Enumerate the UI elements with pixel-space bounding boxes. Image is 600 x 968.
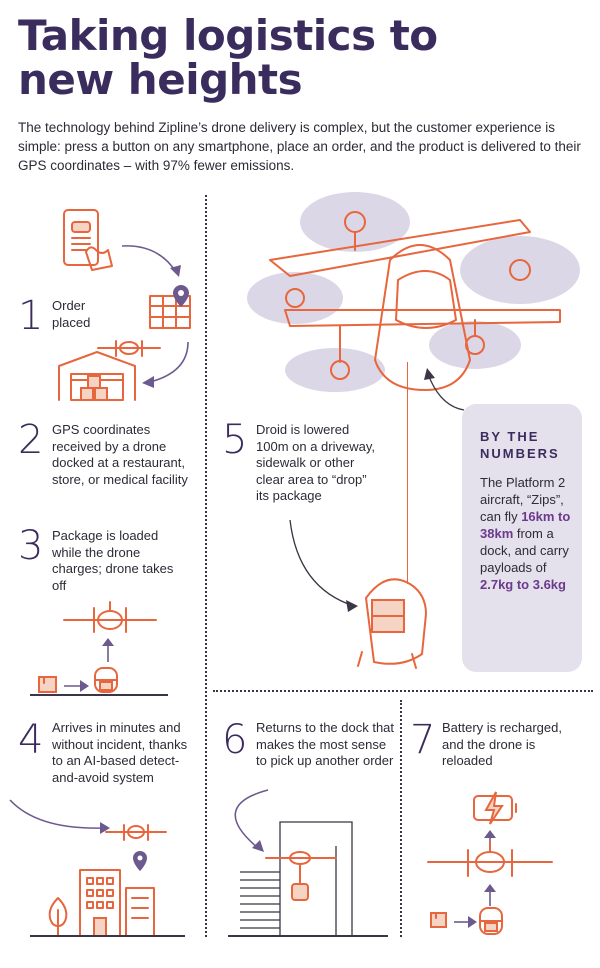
up-arrow xyxy=(102,638,114,662)
pointer-arrow xyxy=(424,368,465,411)
step-number: 5 xyxy=(222,417,248,463)
ground-line xyxy=(228,935,388,937)
box-body: The Platform 2 aircraft, “Zips”, can fly… xyxy=(480,474,580,593)
package-icon xyxy=(38,676,57,693)
flow-arrow xyxy=(142,341,189,388)
by-the-numbers-box: BY THE NUMBERS The Platform 2 aircraft, … xyxy=(462,404,582,672)
battery-charging-icon xyxy=(473,791,517,825)
step-text: GPS coordinates received by a drone dock… xyxy=(52,422,188,487)
step-number: 3 xyxy=(18,523,44,569)
step-text: Arrives in minutes and without incident,… xyxy=(52,720,188,785)
box-heading: BY THE NUMBERS xyxy=(480,429,560,461)
dock-icon xyxy=(240,821,353,936)
package-icon xyxy=(430,912,447,928)
pointer-arrow xyxy=(289,519,358,612)
smartphone-icon xyxy=(63,209,113,271)
drone-icon xyxy=(97,340,161,357)
flow-arrow xyxy=(121,245,181,277)
row-divider xyxy=(213,690,593,692)
up-arrow xyxy=(484,884,496,906)
step-number: 4 xyxy=(18,717,44,763)
tether-line xyxy=(407,362,408,584)
return-arrow xyxy=(234,789,269,852)
right-arrow xyxy=(64,680,89,692)
step-number: 6 xyxy=(222,717,248,763)
location-pin-icon xyxy=(133,851,147,871)
payload-highlight: 2.7kg to 3.6kg xyxy=(480,577,566,592)
step-number: 7 xyxy=(410,717,436,763)
warehouse-icon xyxy=(58,351,136,401)
ground-line xyxy=(30,935,185,937)
range-highlight: 16km to 38km xyxy=(480,509,571,541)
right-arrow xyxy=(454,916,477,928)
page-title: Taking logistics to new heights xyxy=(18,11,438,104)
ground-line xyxy=(30,694,168,696)
step-divider xyxy=(400,700,402,937)
intro-paragraph: The technology behind Zipline’s drone de… xyxy=(18,120,581,173)
step-text: Returns to the dock that makes the most … xyxy=(256,720,395,768)
location-pin-icon xyxy=(173,285,189,307)
zip-drone-illustration xyxy=(247,192,580,392)
droid-icon xyxy=(94,667,118,693)
step-number: 2 xyxy=(18,417,44,463)
drone-icon xyxy=(427,841,553,877)
step-number: 1 xyxy=(18,293,44,339)
box-text: from a dock, and carry payloads of xyxy=(480,526,569,575)
flight-path-arrow xyxy=(9,799,110,834)
droid-icon xyxy=(357,578,427,669)
box-text: The Platform 2 aircraft, “Zips”, can fly xyxy=(480,475,566,524)
step-text: Order placed xyxy=(52,298,91,330)
map-grid-icon xyxy=(149,295,191,329)
drone-icon xyxy=(105,824,167,841)
tree-icon xyxy=(48,897,68,937)
step-text: Battery is recharged, and the drone is r… xyxy=(442,720,562,768)
step-text: Droid is lowered 100m on a driveway, sid… xyxy=(256,422,375,503)
drone-icon xyxy=(63,601,157,633)
droid-icon xyxy=(479,907,503,935)
building-icon xyxy=(79,869,155,937)
column-divider xyxy=(205,195,207,937)
step-text: Package is loaded while the drone charge… xyxy=(52,528,174,593)
